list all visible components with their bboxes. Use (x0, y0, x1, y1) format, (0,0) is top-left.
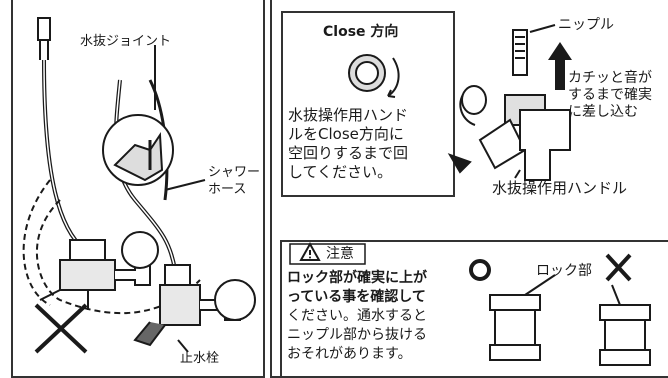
close-direction-text-line4: してください。 (288, 163, 393, 181)
insert-instruction-line2: するまで確実 (568, 87, 652, 103)
nipple-label: ニップル (558, 17, 614, 33)
insert-instruction-line1: カチッと音が (568, 70, 652, 86)
drain-handle-label: 水抜操作用ハンドル (492, 179, 628, 197)
caution-title: 注意 (326, 246, 354, 262)
caution-text-line2: っている事を確認して (287, 289, 426, 305)
caution-text-line3: ください。通水すると (287, 308, 427, 324)
lock-part-label: ロック部 (536, 263, 592, 279)
water-drain-joint-label: 水抜ジョイント (80, 34, 172, 49)
close-direction-text-line1: 水抜操作用ハンド (288, 106, 409, 124)
close-direction-text-line2: ルをClose方向に (288, 125, 404, 143)
caution-text-line5: おそれがあります。 (287, 346, 412, 362)
insert-instruction-line3: に差し込む (568, 104, 638, 120)
shower-hose-label-line1: シャワー (208, 165, 261, 180)
caution-text-line1: ロック部が確実に上が (287, 270, 427, 286)
shower-hose-label-line2: ホース (208, 182, 247, 197)
close-direction-box (281, 11, 455, 197)
caution-text-line4: ニップル部から抜ける (287, 327, 427, 343)
stop-valve-label: 止水栓 (180, 351, 220, 366)
close-direction-title: Close 方向 (323, 24, 399, 40)
close-direction-text-line3: 空回りするまで回 (288, 144, 409, 162)
